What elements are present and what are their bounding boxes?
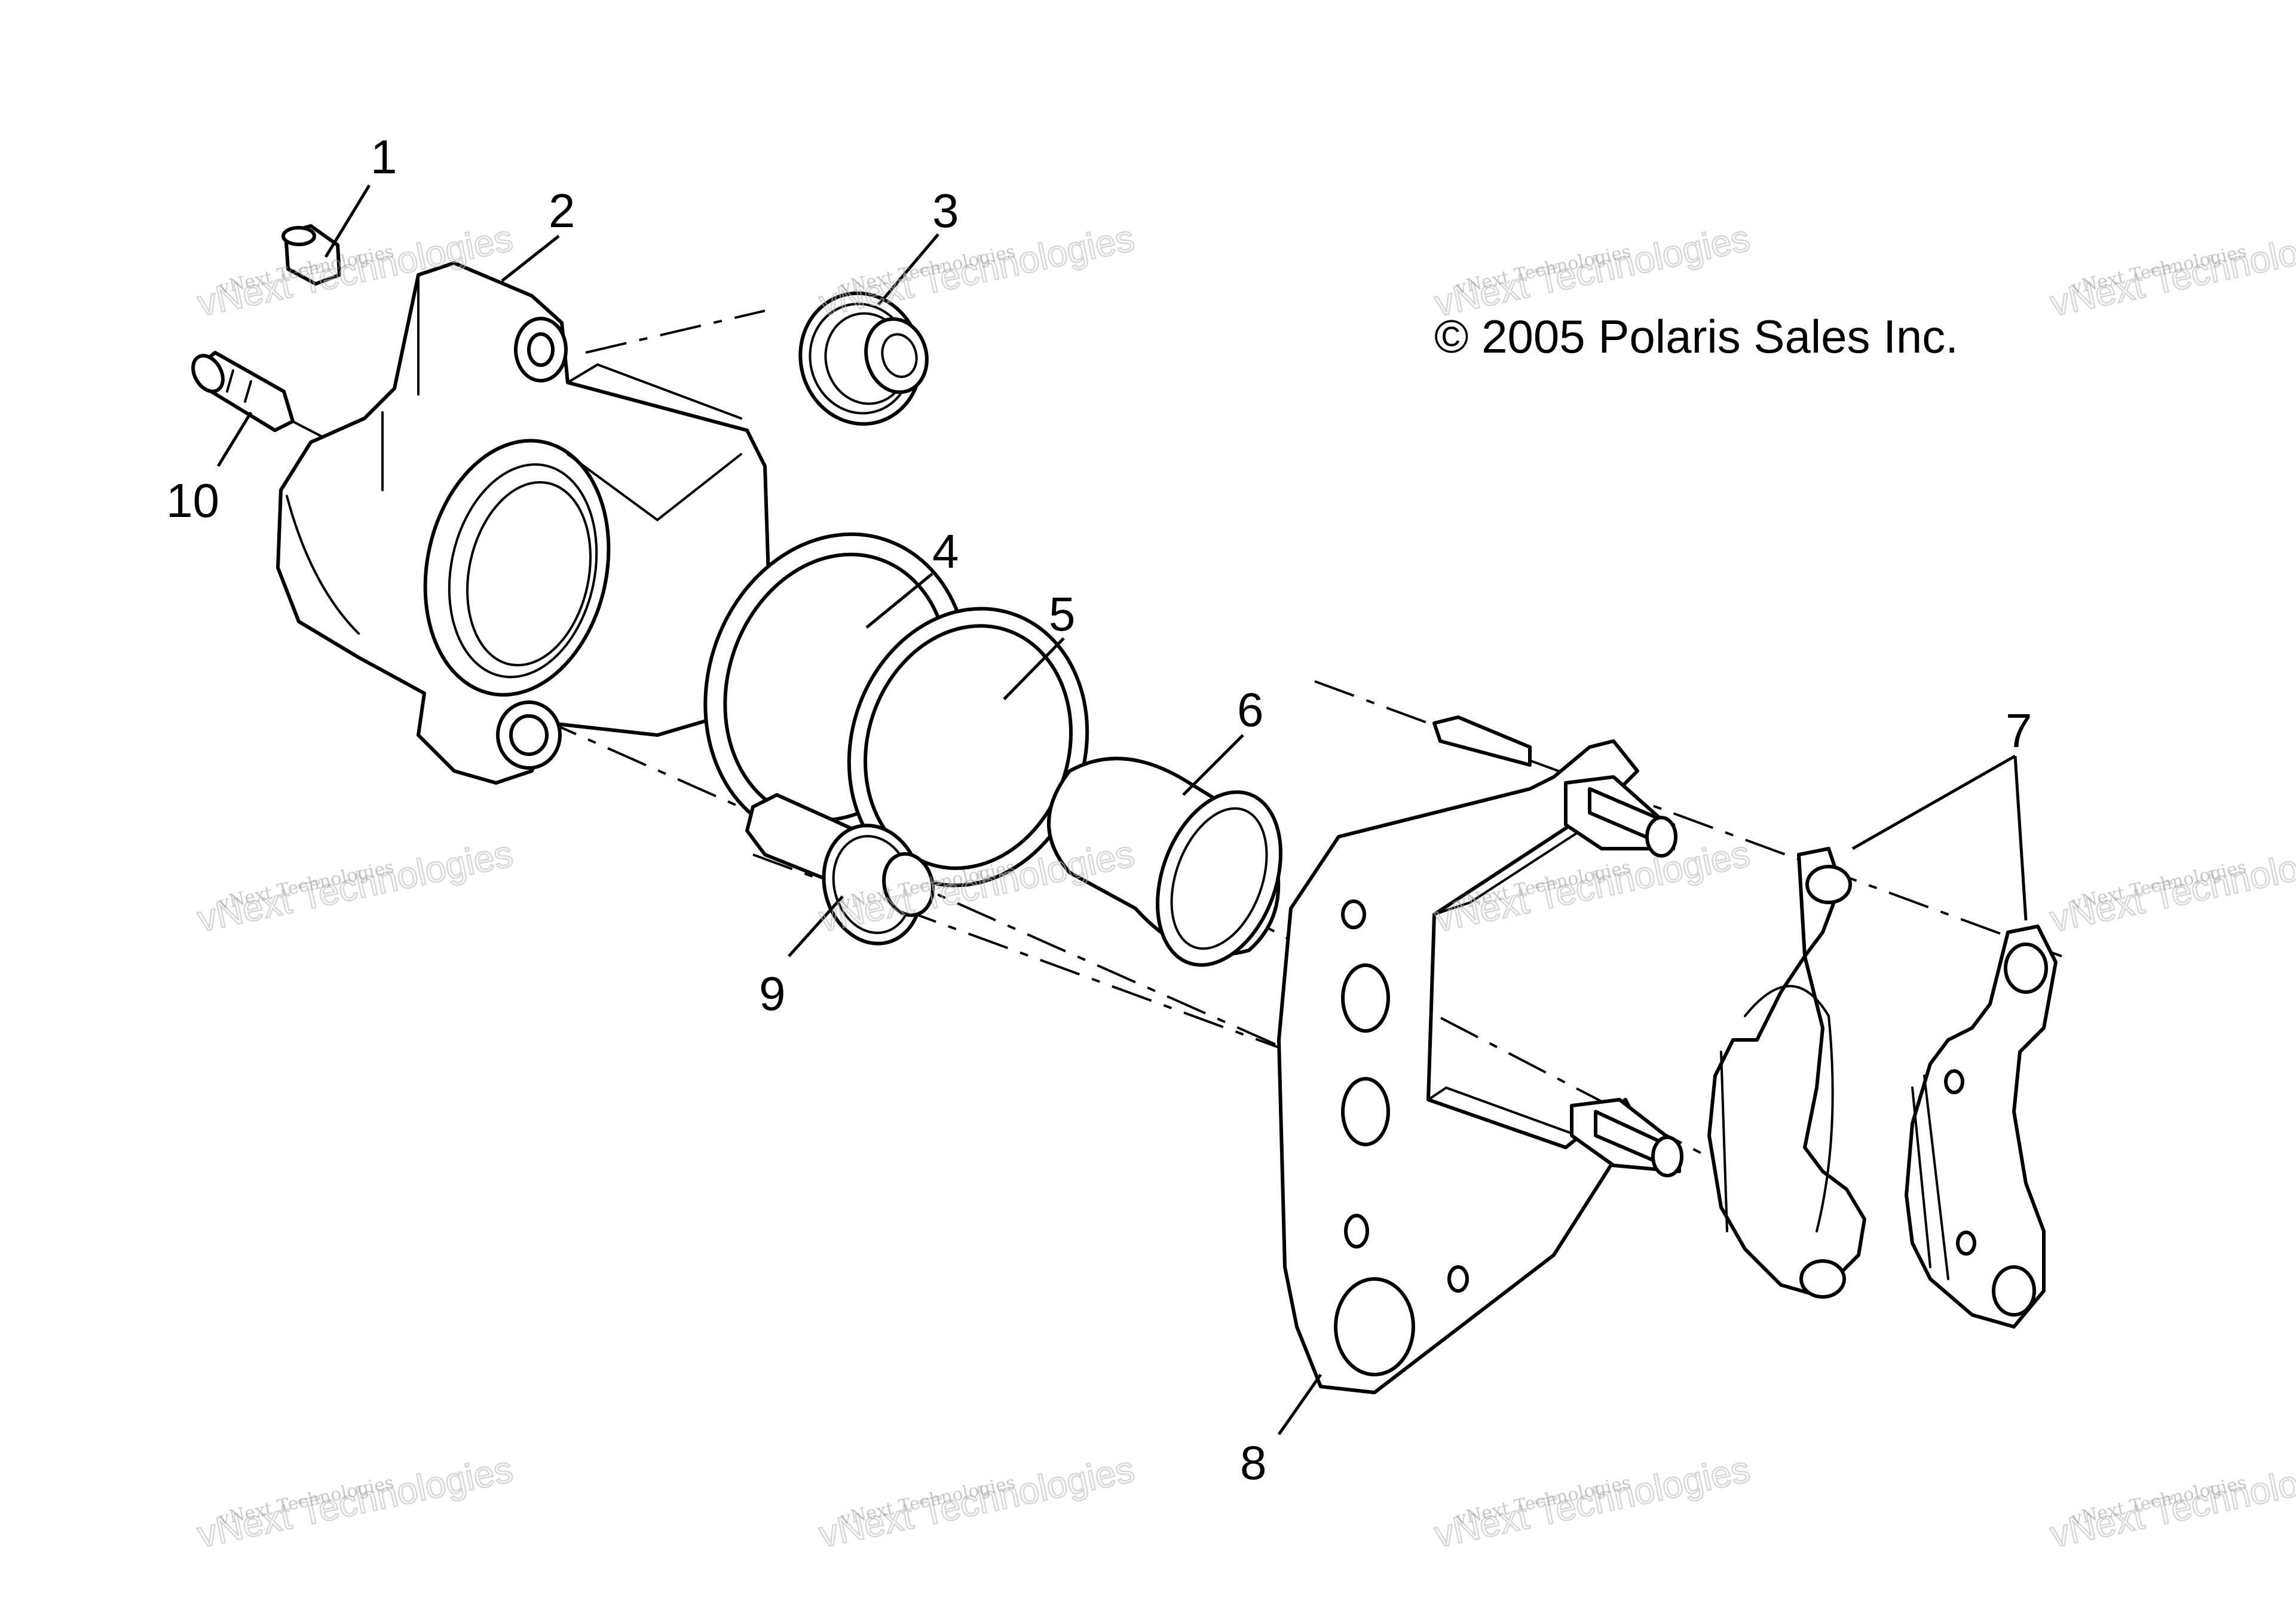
part-10-bleeder-screw bbox=[191, 351, 295, 432]
watermark-big-text: vNext Technologies bbox=[816, 218, 1138, 325]
watermark-big-text: vNext Technologies bbox=[1431, 1449, 1753, 1556]
watermark: vNext Technologies vNext Technologies bbox=[2046, 217, 2296, 326]
part-7-brake-pad-front bbox=[1707, 847, 1866, 1299]
callouts: 1 2 3 4 5 6 7 8 9 10 bbox=[166, 130, 2032, 1489]
callout-5: 5 bbox=[1049, 587, 1076, 641]
watermark: vNext Technologies vNext Technologies bbox=[1431, 1448, 1755, 1557]
copyright-notice: © 2005 Polaris Sales Inc. bbox=[1434, 310, 1958, 363]
watermark: vNext Technologies vNext Technologies bbox=[2046, 1448, 2296, 1557]
watermark-big-text: vNext Technologies bbox=[194, 1449, 516, 1556]
callout-10: 10 bbox=[166, 474, 219, 527]
part-2-caliper-body bbox=[276, 261, 773, 785]
watermark-big-text: vNext Technologies bbox=[816, 1449, 1138, 1556]
callout-7: 7 bbox=[2006, 704, 2032, 757]
part-9-slide-pin bbox=[745, 793, 935, 945]
watermark: vNext Technologies vNext Technologies bbox=[2046, 833, 2296, 941]
leader-lines bbox=[216, 184, 2028, 1436]
callout-9: 9 bbox=[759, 967, 786, 1020]
watermark-big-text: vNext Technologies bbox=[194, 833, 516, 940]
part-3-dust-boot bbox=[798, 291, 929, 426]
callout-4: 4 bbox=[932, 525, 959, 578]
watermark: vNext Technologies vNext Technologies bbox=[815, 1448, 1139, 1557]
callout-3: 3 bbox=[932, 184, 959, 237]
callout-2: 2 bbox=[549, 184, 575, 237]
part-8-caliper-bracket bbox=[1277, 715, 1683, 1394]
watermark: vNext Technologies vNext Technologies bbox=[1431, 217, 1755, 326]
callout-6: 6 bbox=[1237, 683, 1264, 736]
watermark-big-text: vNext Technologies bbox=[1431, 218, 1753, 325]
part-5-dust-seal bbox=[847, 607, 1089, 887]
watermark: vNext Technologies vNext Technologies bbox=[194, 1448, 518, 1557]
callout-8: 8 bbox=[1240, 1436, 1267, 1489]
part-6-piston bbox=[1047, 757, 1282, 967]
watermark: vNext Technologies vNext Technologies bbox=[194, 833, 518, 941]
watermark: vNext Technologies vNext Technologies bbox=[815, 217, 1139, 326]
part-7-brake-pad-rear bbox=[1905, 925, 2058, 1329]
callout-1: 1 bbox=[371, 130, 397, 183]
part-1-bleeder-cap bbox=[281, 224, 341, 286]
